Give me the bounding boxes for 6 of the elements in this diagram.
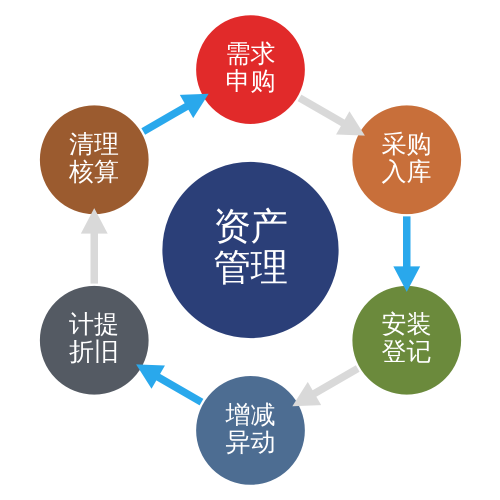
arrow <box>80 208 108 284</box>
arrow <box>297 94 364 136</box>
arrow <box>392 216 420 292</box>
arrow <box>292 365 360 406</box>
arrow <box>140 94 208 135</box>
arrow <box>136 364 203 406</box>
